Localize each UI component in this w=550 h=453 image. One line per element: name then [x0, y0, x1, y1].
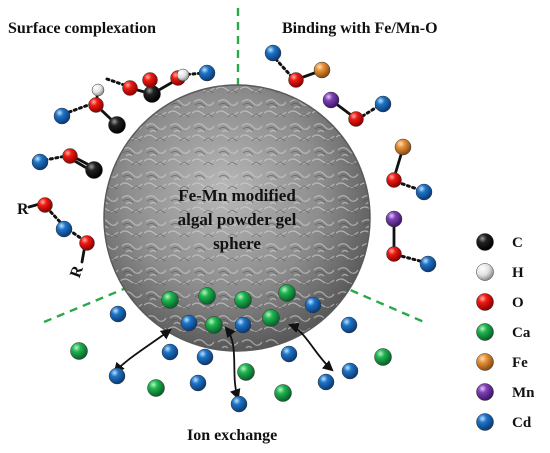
- r-group-label-2: R: [67, 263, 87, 280]
- carbon-atom: [85, 161, 103, 179]
- legend-label-c: C: [512, 235, 523, 251]
- iron-atom: [313, 61, 331, 79]
- cadmium-atom: [161, 343, 179, 361]
- carbon-atom: [108, 116, 126, 134]
- cadmium-atom: [196, 348, 214, 366]
- calcium-atom: [374, 348, 392, 366]
- cadmium-atom: [340, 316, 358, 334]
- carbon-atom-icon: [476, 233, 494, 251]
- oxygen-atom: [386, 172, 402, 188]
- hydrogen-atom: [91, 83, 105, 97]
- r-group-label-1: R: [17, 201, 29, 218]
- cadmium-atom: [264, 44, 282, 62]
- calcium-atom: [205, 316, 223, 334]
- oxygen-atom: [37, 197, 53, 213]
- legend-label-h: H: [512, 265, 524, 281]
- cadmium-atom: [234, 316, 252, 334]
- manganese-atom-icon: [476, 383, 494, 401]
- calcium-atom: [278, 284, 296, 302]
- manganese-atom: [385, 210, 403, 228]
- hydrogen-atom-icon: [476, 263, 494, 281]
- divider-left: [43, 277, 149, 324]
- oxygen-atom: [62, 148, 78, 164]
- cadmium-atom: [108, 367, 126, 385]
- coordination-bond: [395, 253, 426, 264]
- cadmium-atom: [317, 373, 335, 391]
- manganese-atom: [322, 91, 340, 109]
- calcium-atom: [237, 363, 255, 381]
- calcium-atom: [262, 309, 280, 327]
- cadmium-atom: [55, 220, 73, 238]
- legend-item-fe: Fe: [476, 353, 528, 371]
- cadmium-atom: [415, 183, 433, 201]
- oxygen-atom: [288, 72, 304, 88]
- oxygen-atom: [142, 72, 158, 88]
- legend-item-o: O: [476, 293, 524, 311]
- calcium-atom: [70, 342, 88, 360]
- coordination-bond: [45, 206, 64, 226]
- oxygen-atom: [79, 235, 95, 251]
- legend-label-mn: Mn: [512, 385, 535, 401]
- sphere-label-line-3: sphere: [213, 234, 261, 253]
- cadmium-atom: [31, 153, 49, 171]
- cadmium-atom: [189, 374, 207, 392]
- oxygen-atom-icon: [476, 293, 494, 311]
- calcium-atom: [147, 379, 165, 397]
- calcium-atom: [161, 291, 179, 309]
- legend-item-h: H: [476, 263, 524, 281]
- iron-atom-icon: [476, 353, 494, 371]
- cadmium-atom: [341, 362, 359, 380]
- cadmium-atom: [419, 255, 437, 273]
- legend-label-o: O: [512, 295, 524, 311]
- calcium-atom-icon: [476, 323, 494, 341]
- sphere-label-line-2: algal powder gel: [178, 210, 297, 229]
- section-title-binding-fe-mn-o: Binding with Fe/Mn-O: [282, 20, 438, 37]
- calcium-atom: [234, 291, 252, 309]
- calcium-atom: [274, 384, 292, 402]
- sphere-label-line-1: Fe-Mn modified: [178, 186, 296, 205]
- carbon-atom: [143, 85, 161, 103]
- cadmium-atom-icon: [476, 413, 494, 431]
- gel-sphere: [103, 84, 371, 352]
- atoms-layer: [31, 44, 437, 413]
- iron-atom: [394, 138, 412, 156]
- cadmium-atom: [304, 296, 322, 314]
- hydrogen-atom: [176, 68, 190, 82]
- oxygen-atom: [386, 246, 402, 262]
- legend-item-c: C: [476, 233, 523, 251]
- cadmium-atom: [198, 64, 216, 82]
- oxygen-atom: [348, 111, 364, 127]
- cadmium-atom: [109, 305, 127, 323]
- oxygen-atom: [122, 80, 138, 96]
- section-title-surface-complexation: Surface complexation: [8, 20, 156, 37]
- legend-item-mn: Mn: [476, 383, 535, 401]
- legend-label-fe: Fe: [512, 355, 528, 371]
- cadmium-atom: [230, 395, 248, 413]
- oxygen-atom: [88, 97, 104, 113]
- legend-label-ca: Ca: [512, 325, 531, 341]
- exchange-arrow: [287, 322, 334, 372]
- exchange-arrow: [224, 326, 241, 401]
- cadmium-atom: [374, 95, 392, 113]
- cadmium-atom: [280, 345, 298, 363]
- exchange-arrow: [113, 328, 172, 374]
- legend-item-ca: Ca: [476, 323, 531, 341]
- cadmium-atom: [53, 107, 71, 125]
- legend-item-cd: Cd: [476, 413, 532, 431]
- calcium-atom: [198, 287, 216, 305]
- cadmium-atom: [180, 314, 198, 332]
- section-title-ion-exchange: Ion exchange: [187, 427, 277, 444]
- legend-label-cd: Cd: [512, 415, 532, 431]
